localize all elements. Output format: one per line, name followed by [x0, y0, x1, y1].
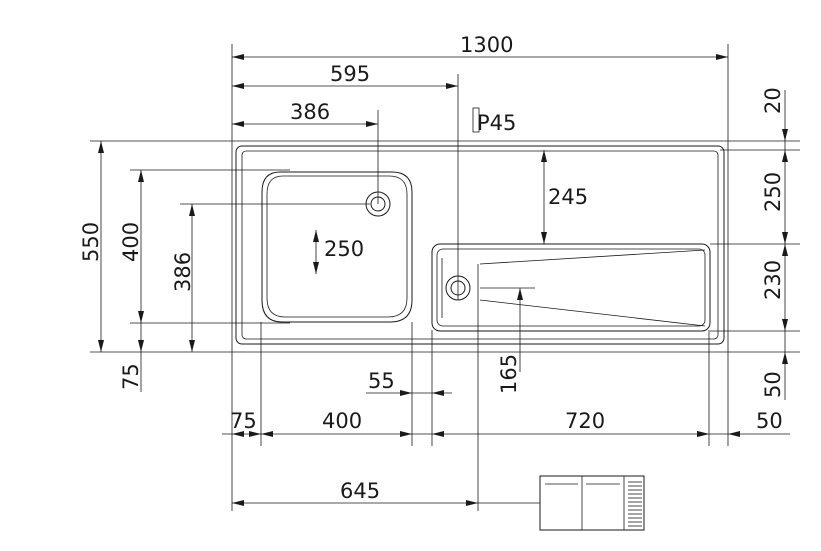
dim-to-drain-axis: 595	[330, 62, 370, 86]
dim-drainer-width: 720	[565, 409, 605, 433]
cabinet-icon	[539, 475, 645, 531]
dimension-labels: 1300 595 386 P45 245 250 550 400 386 75 …	[79, 33, 785, 503]
dim-right-mid: 230	[761, 260, 785, 300]
dim-left-margin: 75	[230, 409, 257, 433]
dim-right-margin: 50	[756, 409, 783, 433]
dim-bowl-depth-arrow: 250	[324, 237, 364, 261]
drainer-tray	[431, 243, 711, 332]
dim-bowl-depth: 400	[119, 222, 143, 262]
sink-bowl	[261, 171, 413, 323]
dim-bowl-width: 400	[322, 409, 362, 433]
dim-overall-depth: 550	[79, 222, 103, 262]
sink-outline	[235, 145, 725, 345]
dim-right-upper: 250	[761, 172, 785, 212]
dim-gap: 55	[368, 369, 395, 393]
tap-hole-text: P45	[477, 111, 516, 135]
dim-front-margin: 75	[119, 363, 143, 390]
extension-lines	[90, 44, 800, 511]
dim-overall-width: 1300	[460, 33, 513, 57]
dim-right-top: 20	[761, 87, 785, 114]
tap-hole-label: P45	[472, 107, 516, 135]
dim-tap-hole-depth: 386	[171, 252, 195, 292]
dim-to-tap-hole: 386	[290, 100, 330, 124]
sink-bowl-inner	[266, 175, 408, 318]
dimension-lines	[98, 54, 790, 506]
dim-right-bottom: 50	[761, 371, 785, 398]
dim-drain-offset: 165	[497, 354, 521, 394]
dim-drain-depth: 245	[548, 185, 588, 209]
dim-to-cabinet: 645	[340, 479, 380, 503]
